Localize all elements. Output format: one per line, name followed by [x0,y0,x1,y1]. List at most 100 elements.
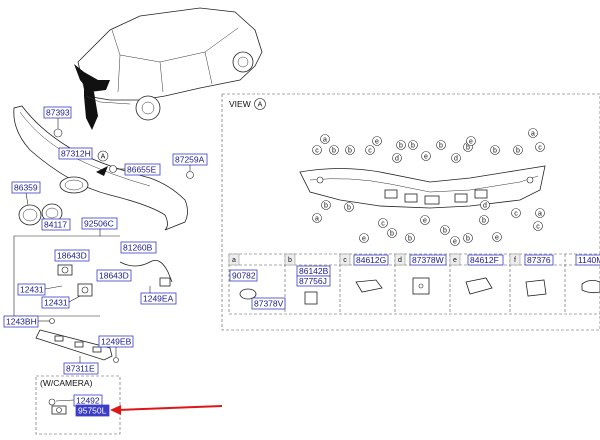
callout-marker-c [533,221,543,231]
view-a-letter: A [258,102,263,109]
callout-marker-b [513,145,523,155]
part-label-84117[interactable]: 84117 [41,218,71,231]
callout-marker-d [480,200,490,210]
callout-letter-e: e [453,238,457,245]
callout-letter-a: a [315,215,319,222]
legend-col-e: e 84612F [449,253,504,295]
emblem-parts [18,203,63,226]
svg-text:87259A: 87259A [175,155,205,165]
part-label-12431-a[interactable]: 12431 [17,283,46,296]
callout-letter-a: a [538,210,542,217]
callout-letter-d: d [483,202,487,209]
callout-marker-e [420,215,430,225]
svg-text:12431: 12431 [44,298,68,308]
callout-letter-b: b [443,227,447,234]
clip-parts [53,128,194,179]
wire-harness [119,259,173,287]
svg-text:12492: 12492 [76,396,100,406]
callout-marker-c [535,142,545,152]
part-label-1140M[interactable]: 1140M [575,254,600,266]
callout-marker-e [372,136,382,146]
callout-marker-b [479,215,489,225]
part-label-90782[interactable]: 90782 [229,269,258,282]
part-label-87311E[interactable]: 87311E [63,362,99,375]
callout-marker-b [490,145,500,155]
callout-letter-c: c [381,220,385,227]
svg-text:86359: 86359 [14,183,38,193]
callout-letter-e: e [375,138,379,145]
part-label-87376[interactable]: 87376 [524,254,554,266]
part-label-87378V[interactable]: 87378V [251,297,286,310]
callout-letter-a: a [531,130,535,137]
callout-marker-a [320,134,330,144]
part-label-87312H[interactable]: 87312H [58,147,93,160]
svg-text:84612G: 84612G [356,255,386,265]
callout-letter-e: e [495,234,499,241]
svg-text:c: c [343,257,347,264]
part-label-81260B[interactable]: 81260B [120,241,157,254]
callout-letter-e: e [423,217,427,224]
part-label-1249EA[interactable]: 1249EA [140,292,177,305]
callout-marker-c [312,145,322,155]
callout-marker-e [450,236,460,246]
svg-text:87756J: 87756J [299,276,327,286]
part-label-86142B[interactable]: 86142B [296,265,331,277]
callout-marker-c [378,218,388,228]
callout-letter-b: b [390,230,394,237]
part-label-1249EB[interactable]: 1249EB [98,335,134,348]
svg-text:18643D: 18643D [99,271,129,281]
legend-col-f: f 87376 [509,253,554,297]
callout-marker-d [451,153,461,163]
callout-letter-d: d [454,155,458,162]
callout-a-marker [97,150,109,162]
svg-text:87393: 87393 [46,108,70,118]
callout-letter-e: e [469,138,473,145]
part-label-87259A[interactable]: 87259A [172,153,208,166]
svg-text:87312H: 87312H [61,149,91,159]
callout-letter-e: e [424,153,428,160]
red-pointer-arrow [110,405,223,415]
vehicle-illustration [74,7,263,130]
callout-marker-b [440,225,450,235]
legend-col-b: b 86142B 87756J [284,253,331,305]
svg-text:f: f [514,257,516,264]
callout-letter-c: c [514,210,518,217]
callout-marker-b [344,202,354,212]
license-lamp-bracket [35,329,113,361]
callout-letter-b: b [411,142,415,149]
part-label-84612G[interactable]: 84612G [353,254,389,266]
legend-col-g: 1140M [575,254,600,294]
callout-letter-b: b [516,147,520,154]
part-label-12492[interactable]: 12492 [73,394,103,407]
part-label-95750L-highlighted[interactable]: 95750L [75,404,110,417]
part-label-87393[interactable]: 87393 [43,106,72,119]
part-label-18643D-right[interactable]: 18643D [96,269,132,282]
callout-letter-b: b [347,204,351,211]
callout-letter-d: d [395,155,399,162]
callout-letter-b: b [466,235,470,242]
svg-text:e: e [453,257,457,264]
svg-text:84612F: 84612F [470,255,499,265]
part-label-12431-b[interactable]: 12431 [41,296,70,309]
callout-letter-c: c [536,223,540,230]
part-label-84612F[interactable]: 84612F [467,254,504,266]
callout-marker-b [396,140,406,150]
part-label-86655E[interactable]: 86655E [124,163,161,176]
svg-text:90782: 90782 [232,271,256,281]
callout-letter-b: b [324,202,328,209]
part-label-92506C[interactable]: 92506C [81,217,118,230]
callout-marker-b [387,228,397,238]
callout-marker-c [365,145,375,155]
callout-marker-e [359,233,369,243]
callout-marker-a [312,213,322,223]
callout-marker-e [492,232,502,242]
callout-marker-b [345,145,355,155]
part-label-87756J[interactable]: 87756J [296,275,331,287]
part-label-1243BH[interactable]: 1243BH [3,315,39,328]
part-label-18643D-top[interactable]: 18643D [54,249,90,262]
part-label-87378W[interactable]: 87378W [409,254,447,266]
svg-text:92506C: 92506C [84,219,114,229]
part-label-86359[interactable]: 86359 [11,181,41,194]
